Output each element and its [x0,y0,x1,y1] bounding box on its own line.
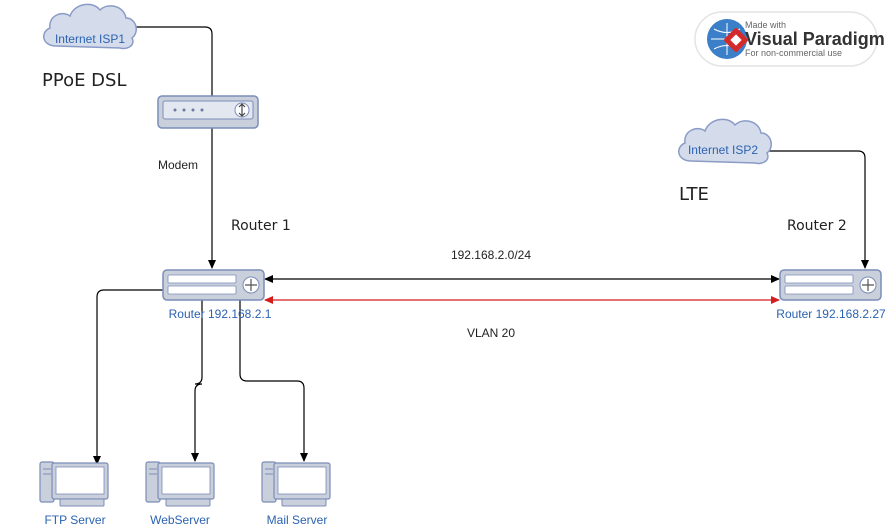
edges [93,26,869,465]
router1: Router 192.168.2.1 [162,269,272,321]
visual-paradigm-logo-icon [707,19,748,59]
cloud-isp1-label: Internet ISP1 [55,32,125,46]
visual-paradigm-watermark: Made with Visual Paradigm For non-commer… [694,11,885,67]
modem-label: Modem [158,158,198,172]
edge-router1-to-mail [239,300,308,462]
cloud-isp1: Internet ISP1 [43,3,138,50]
watermark-line2: Visual Paradigm [745,29,885,49]
router-icon [162,269,265,301]
desktop-server-icon [39,461,109,507]
router1-label: Router 192.168.2.1 [169,307,272,321]
desktop-server-icon [145,461,215,507]
cloud-isp2-label: Internet ISP2 [688,143,758,157]
watermark-line3: For non-commercial use [745,48,842,58]
connection-type-isp2: LTE [679,184,709,205]
edge-router1-to-web [191,300,203,462]
edge-router1-to-ftp [93,289,163,465]
cloud-isp2: Internet ISP2 [678,118,773,165]
ftp-server: FTP Server [39,461,109,527]
desktop-server-icon [261,461,331,507]
web-server: WebServer [145,461,215,527]
watermark-line1: Made with [745,20,786,30]
vlan-label: VLAN 20 [467,326,515,340]
ftp-server-label: FTP Server [44,513,105,527]
subnet-label: 192.168.2.0/24 [451,248,531,262]
web-server-label: WebServer [150,513,210,527]
router2: Router 192.168.2.27 [776,269,885,321]
connection-type-isp1: PPoE DSL [42,70,127,91]
router1-title: Router 1 [231,218,291,234]
router2-title: Router 2 [787,218,847,234]
modem-icon [157,95,259,129]
mail-server: Mail Server [261,461,331,527]
edge-isp2-to-router2 [767,150,869,269]
modem: Modem [157,95,259,172]
router2-label: Router 192.168.2.27 [776,307,885,321]
edge-isp1-to-router1 [132,26,216,269]
mail-server-label: Mail Server [267,513,328,527]
router-icon [779,269,882,301]
